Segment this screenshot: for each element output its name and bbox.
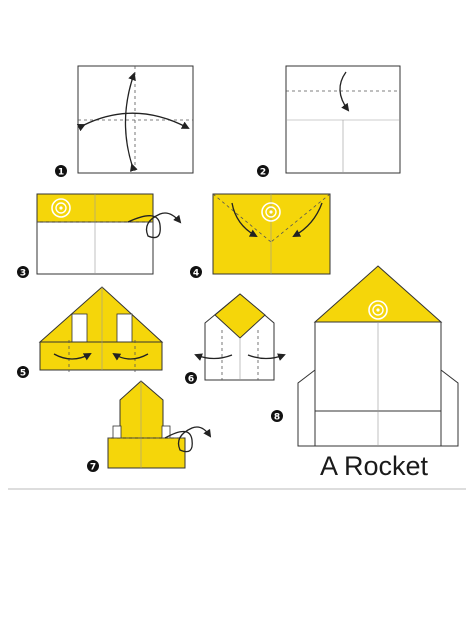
fold-arrow-icon [53, 353, 92, 361]
flip-arrow-icon [127, 212, 182, 239]
spiral-icon [261, 202, 281, 222]
step-3-badge: 3 [17, 266, 29, 279]
svg-text:6: 6 [188, 375, 194, 385]
fold-arrow-icon [292, 202, 323, 237]
step-2-badge: 2 [257, 165, 269, 178]
step-1-panel: 1 [55, 65, 194, 178]
step-8-rocket: 8 [271, 265, 459, 447]
svg-text:1: 1 [58, 168, 64, 178]
step-1-badge: 1 [55, 165, 67, 178]
diagram-caption: A Rocket [320, 451, 429, 481]
spiral-icon [51, 198, 71, 218]
svg-text:5: 5 [20, 369, 26, 379]
fold-arrow-icon [194, 353, 233, 361]
spiral-icon [368, 300, 388, 320]
step-7-badge: 7 [87, 460, 99, 473]
flip-arrow-icon [164, 426, 212, 453]
fold-arrow-icon [247, 353, 286, 361]
step-5-badge: 5 [17, 366, 29, 379]
step-4-panel: 4 [190, 193, 331, 279]
fold-arrow-icon [124, 72, 138, 172]
svg-text:8: 8 [274, 413, 280, 423]
svg-text:7: 7 [90, 463, 96, 473]
step-6-panel: 6 [185, 293, 286, 385]
fold-arrow-icon [112, 352, 149, 361]
fold-arrow-icon [231, 202, 258, 237]
fold-arrow-icon [76, 112, 190, 132]
step-2-panel: 2 [257, 65, 401, 178]
svg-text:3: 3 [20, 269, 26, 279]
step-7-panel: 7 [87, 380, 212, 473]
step-6-badge: 6 [185, 372, 197, 385]
fold-arrow-icon [339, 71, 350, 112]
svg-text:4: 4 [193, 269, 199, 279]
step-3-panel: 3 [17, 193, 182, 279]
step-4-badge: 4 [190, 266, 202, 279]
svg-text:2: 2 [260, 168, 266, 178]
step-5-panel: 5 [17, 286, 164, 379]
step-8-badge: 8 [271, 410, 283, 423]
